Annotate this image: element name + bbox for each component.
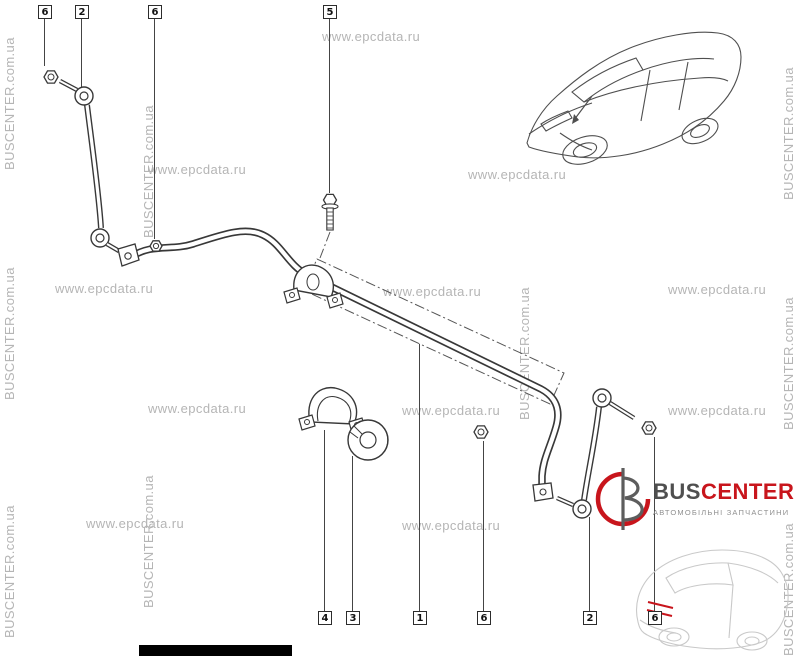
car-sketch: [526, 31, 742, 165]
callout-4-bottom: 4: [318, 611, 332, 625]
leader-lines: [44, 19, 655, 611]
callout-2-bottom: 2: [583, 611, 597, 625]
brand-name-center: CENTER: [700, 479, 795, 504]
callout-6-bottom-a: 6: [477, 611, 491, 625]
nut-right: [641, 421, 657, 435]
bracket-center: [283, 264, 344, 309]
callout-6-top-mid: 6: [148, 5, 162, 19]
location-arrow: [572, 95, 593, 124]
callout-1-bottom: 1: [413, 611, 427, 625]
nut-top-left: [43, 70, 59, 84]
bottom-bar: [139, 645, 292, 656]
callout-2-top: 2: [75, 5, 89, 19]
callout-6-bottom-b: 6: [648, 611, 662, 625]
bushing-3: [347, 419, 389, 461]
stabilizer-bar: [117, 227, 562, 502]
callout-3-bottom: 3: [346, 611, 360, 625]
brand-wordmark: BUSCENTER: [653, 481, 794, 503]
bolt-5: [321, 193, 339, 231]
buscenter-logo: BUSCENTER АВТОМОБІЛЬНІ ЗАПЧАСТИНИ: [653, 481, 794, 518]
buscenter-logo-icon: [595, 468, 651, 530]
callout-6-top-left: 6: [38, 5, 52, 19]
nut-bar-left: [149, 240, 163, 252]
stab-link-right: [556, 388, 636, 519]
stab-link-left: [58, 79, 121, 253]
callout-5-top: 5: [323, 5, 337, 19]
brand-tagline: АВТОМОБІЛЬНІ ЗАПЧАСТИНИ: [653, 508, 790, 517]
van-sketch: [635, 549, 789, 651]
nut-mid: [473, 425, 489, 439]
brand-name-bus: BUS: [653, 479, 701, 504]
